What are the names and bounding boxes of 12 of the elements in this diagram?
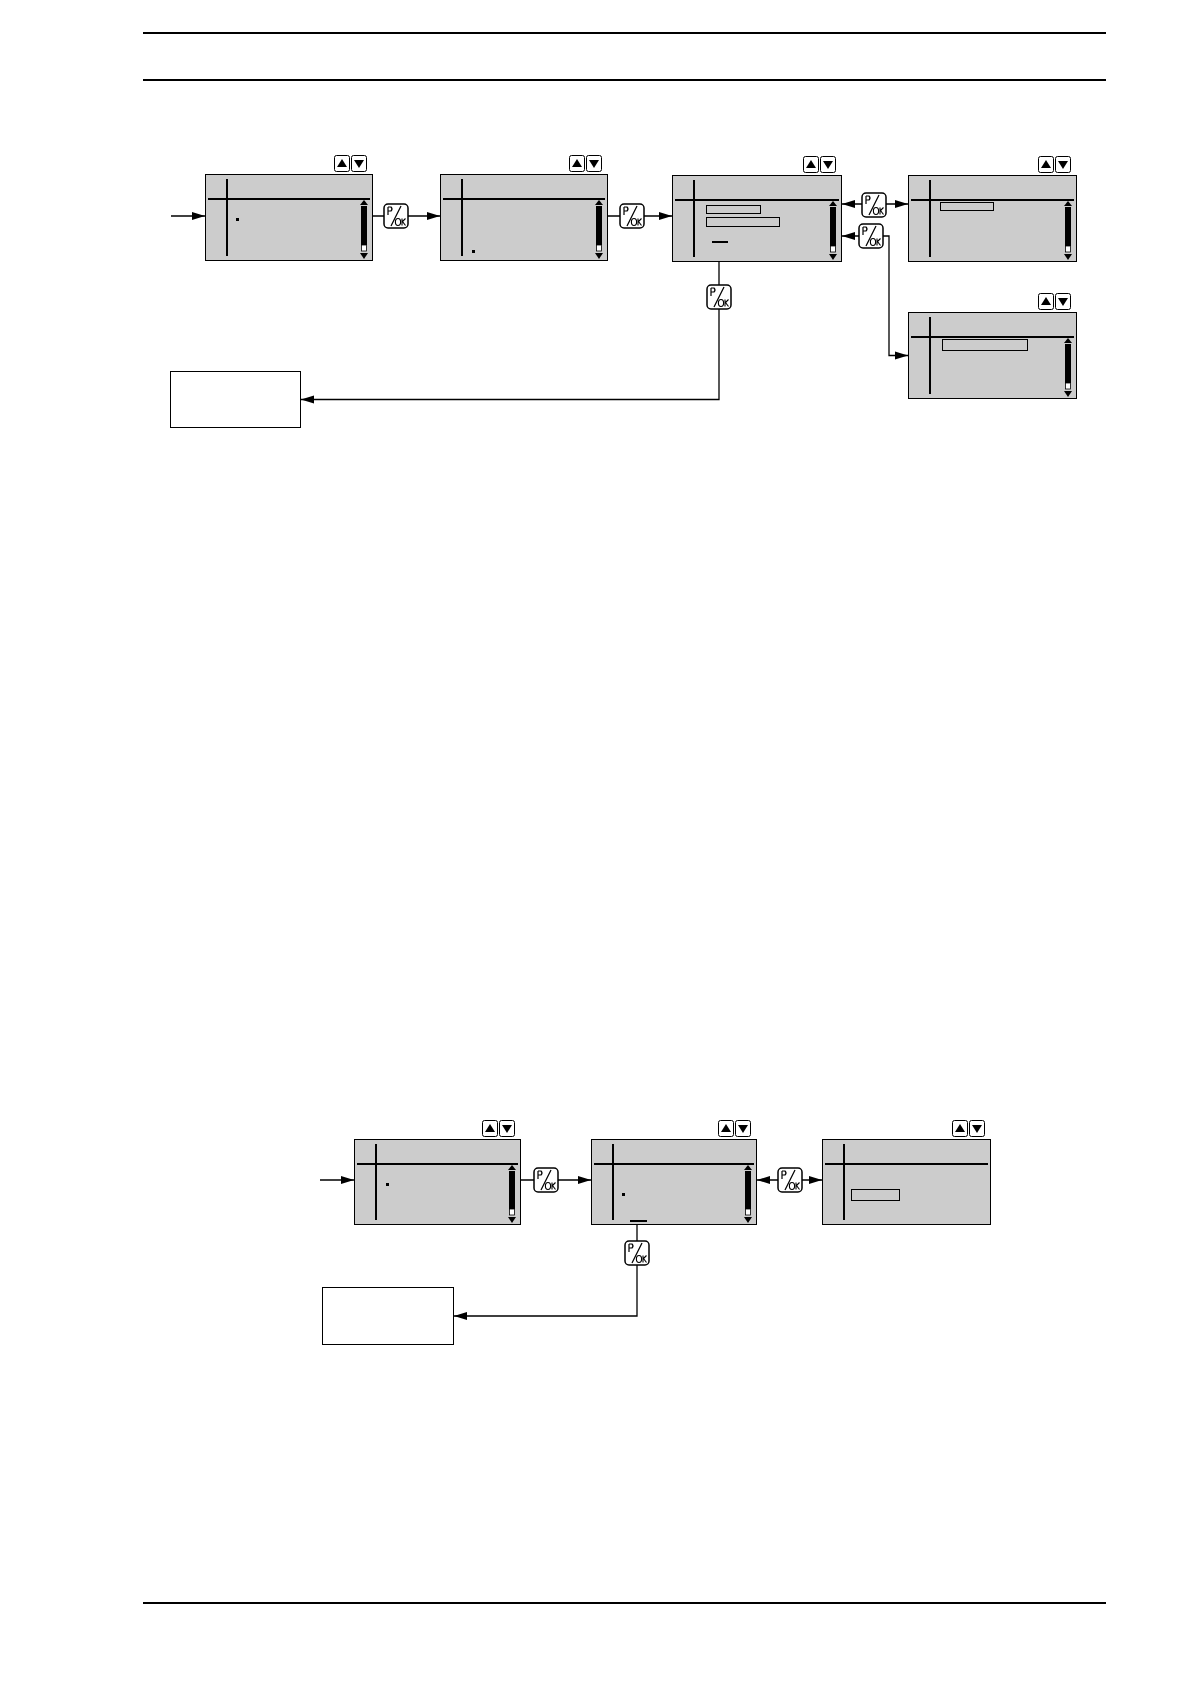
arrow (300, 261, 720, 404)
arrow (319, 1176, 355, 1184)
blank-box (170, 371, 301, 428)
blank-box (322, 1287, 454, 1345)
arrow (756, 1176, 823, 1184)
arrow (170, 212, 206, 220)
arrow (607, 212, 673, 220)
arrow (841, 232, 909, 360)
arrow (841, 200, 909, 208)
arrow (453, 1224, 638, 1320)
arrow (372, 212, 441, 220)
arrow (520, 1176, 592, 1184)
